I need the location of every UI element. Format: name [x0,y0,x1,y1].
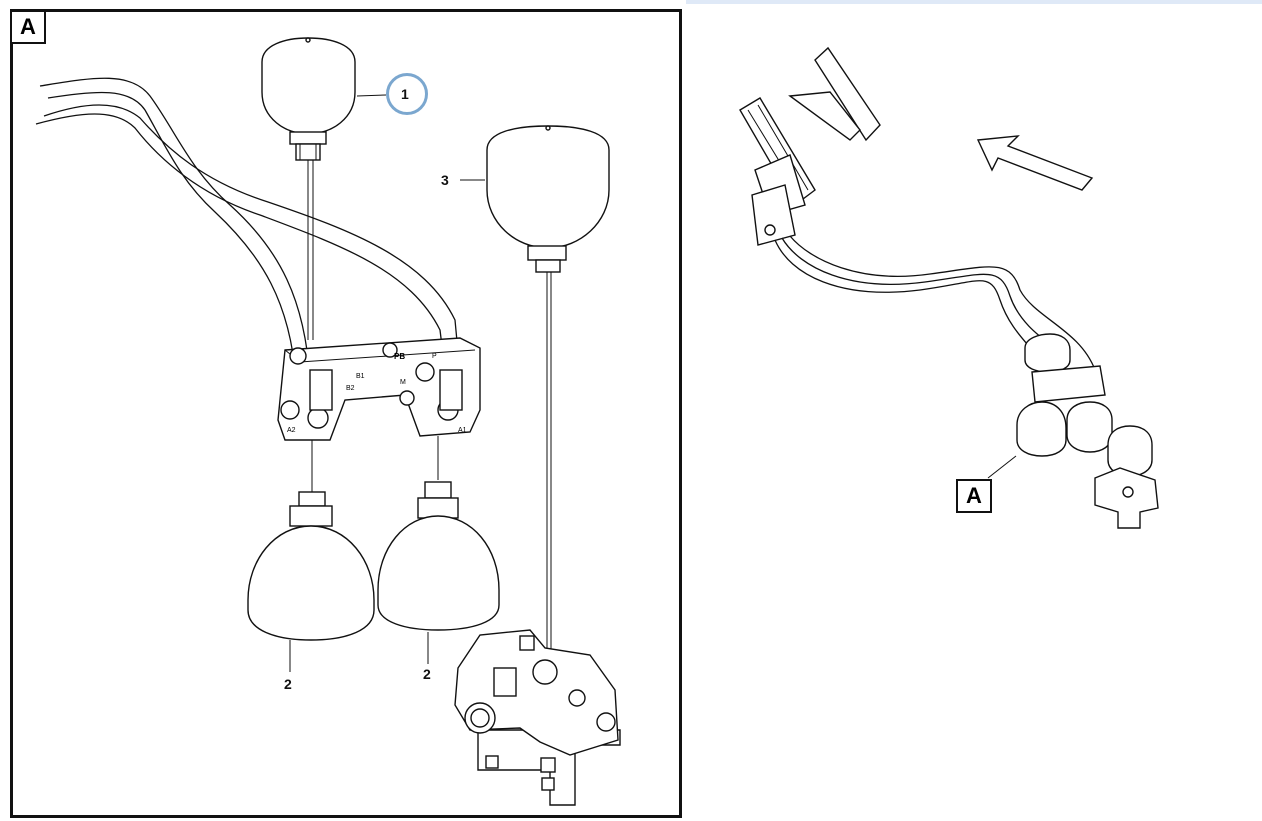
hydraulic-hoses [35,77,463,396]
detail-view-frame [10,9,682,818]
port-label-a2: A2 [287,427,296,434]
port-label-b1: B1 [356,373,365,380]
callout-2-left: 2 [284,676,292,692]
pedal-valve-block [454,629,621,806]
callout-1: 1 [401,86,409,102]
port-label-m: M [400,379,406,386]
callout-2-right: 2 [423,666,431,682]
accumulator-2-right [377,481,500,631]
accumulator-2-left [247,491,375,641]
top-highlight-bar [686,0,1262,4]
overview-drawing [739,46,1159,529]
valve-manifold: PB B1 B2 M A1 A2 P [277,337,481,441]
port-label-pb: PB [394,352,405,361]
port-label-b2: B2 [346,385,355,392]
accumulator-1 [261,37,356,340]
callout-highlight-ring[interactable] [386,73,428,115]
callout-3: 3 [441,172,449,188]
direction-arrow-icon [976,135,1094,191]
view-label-overview: A [956,479,992,513]
accumulator-3 [486,125,610,665]
port-label-p: P [432,353,437,360]
port-label-a1: A1 [458,427,467,434]
view-label-main: A [10,10,46,44]
